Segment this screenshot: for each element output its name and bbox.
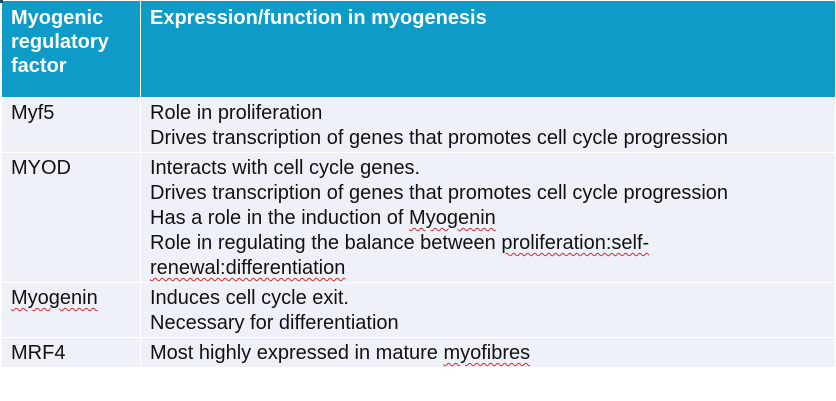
factor-description: Interacts with cell cycle genes. Drives …: [140, 152, 836, 283]
description-line: Induces cell cycle exit.: [150, 287, 349, 309]
table-row: MYOD Interacts with cell cycle genes. Dr…: [1, 152, 836, 283]
description-line: Drives transcription of genes that promo…: [150, 127, 729, 149]
factor-description: Induces cell cycle exit. Necessary for d…: [140, 282, 836, 338]
factor-name: MYOD: [1, 152, 141, 283]
header-factor-line: Myogenic: [11, 7, 104, 29]
header-row: Myogenic regulatory factor Expression/fu…: [1, 0, 836, 98]
description-line: Role in regulating the balance between p…: [150, 232, 650, 279]
description-line: Interacts with cell cycle genes.: [150, 157, 421, 179]
factor-description: Role in proliferation Drives transcripti…: [140, 97, 836, 153]
table-row: MRF4 Most highly expressed in mature myo…: [1, 337, 836, 368]
description-line: Most highly expressed in mature myofibre…: [150, 342, 531, 364]
table-row: Myogenin Induces cell cycle exit. Necess…: [1, 282, 836, 338]
factor-name: Myogenin: [1, 282, 141, 338]
factor-name: Myf5: [1, 97, 141, 153]
header-expression: Expression/function in myogenesis: [140, 0, 836, 98]
description-line: Role in proliferation: [150, 102, 323, 124]
table-row: Myf5 Role in proliferation Drives transc…: [1, 97, 836, 153]
description-line: Drives transcription of genes that promo…: [150, 182, 729, 204]
header-factor: Myogenic regulatory factor: [1, 0, 141, 98]
spellcheck-word: proliferation:self-renewal:differentiati…: [150, 232, 650, 279]
mrf-table: Myogenic regulatory factor Expression/fu…: [1, 0, 836, 368]
corner-marker: [0, 0, 3, 3]
factor-description: Most highly expressed in mature myofibre…: [140, 337, 836, 368]
spellcheck-word: myofibres: [443, 342, 531, 364]
spellcheck-word: Myogenin: [409, 207, 496, 229]
description-line: Necessary for differentiation: [150, 312, 399, 334]
description-line: Has a role in the induction of Myogenin: [150, 207, 496, 229]
spellcheck-word: Myogenin: [11, 287, 98, 309]
header-factor-line: regulatory: [11, 31, 109, 53]
factor-name: MRF4: [1, 337, 141, 368]
header-factor-line: factor: [11, 55, 67, 77]
